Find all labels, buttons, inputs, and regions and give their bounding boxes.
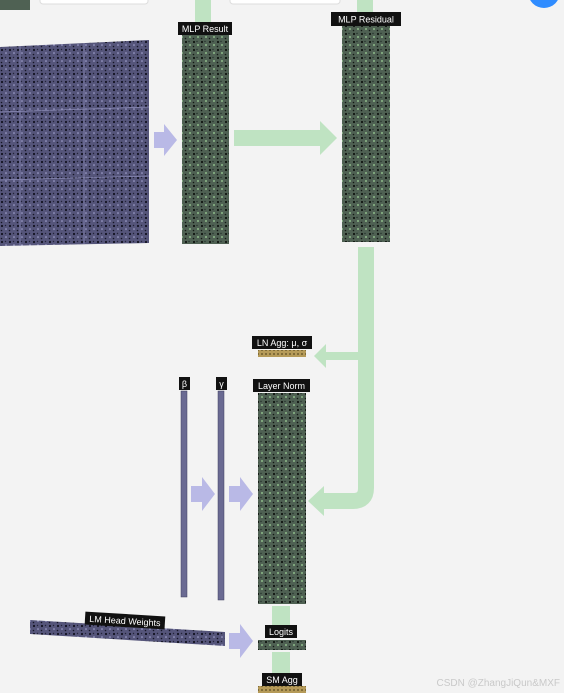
sm-agg-label: SM Agg <box>262 673 302 686</box>
flow-arrows-green <box>195 0 374 674</box>
beta-label: β <box>179 377 190 390</box>
weights-grid-line <box>0 106 150 113</box>
ln-agg-label-text: LN Agg: μ, σ <box>257 338 308 348</box>
sm-agg-vector <box>258 686 306 693</box>
mlp-result-to-residual-shaft <box>234 130 322 146</box>
top-mid-partial-card <box>39 0 149 5</box>
mlp-result-label-text: MLP Result <box>182 24 229 34</box>
residual-to-layernorm-path <box>322 247 374 509</box>
beta-vector <box>180 390 188 598</box>
toolbar-button-corner[interactable] <box>528 0 560 8</box>
mlp-residual-label-text: MLP Residual <box>338 15 394 25</box>
mlp-projection-weights <box>0 40 150 246</box>
logits-to-smagg-flow <box>272 652 290 674</box>
ln-agg-label: LN Agg: μ, σ <box>252 336 312 349</box>
gamma-arrow <box>229 477 253 511</box>
weights-to-mlp-result-arrow <box>154 124 177 156</box>
gamma-label: γ <box>216 377 227 390</box>
logits-label: Logits <box>265 625 297 638</box>
layer-norm-matrix <box>258 393 306 604</box>
weights-grid-line <box>0 175 150 181</box>
mlp-residual-matrix <box>342 26 390 242</box>
lm-head-arrow <box>229 624 253 658</box>
residual-to-ln-agg-branch <box>324 352 360 360</box>
gamma-vector <box>217 390 225 601</box>
ln-agg-arrowhead <box>314 344 326 368</box>
lm-head-weights-label: LM Head Weights <box>84 611 166 630</box>
layer-norm-label: Layer Norm <box>253 379 310 392</box>
gamma-label-text: γ <box>219 379 224 389</box>
watermark: CSDN @ZhangJiQun&MXF <box>436 678 560 689</box>
layernorm-to-logits-flow <box>272 606 290 626</box>
mlp-result-matrix <box>182 35 229 244</box>
mlp-result-label: MLP Result <box>178 22 232 35</box>
mlp-residual-label: MLP Residual <box>331 12 401 26</box>
ln-agg-vector <box>258 350 306 357</box>
top-right-partial-card <box>229 0 341 5</box>
lm-head-weights-matrix <box>30 620 225 646</box>
beta-arrow <box>191 477 215 511</box>
mlp-result-to-residual-arrowhead <box>320 121 337 155</box>
logits-vector <box>258 640 306 650</box>
logits-label-text: Logits <box>269 627 294 637</box>
residual-to-layernorm-arrowhead <box>308 486 324 516</box>
layer-norm-label-text: Layer Norm <box>258 381 305 391</box>
sm-agg-label-text: SM Agg <box>266 675 298 685</box>
beta-label-text: β <box>182 379 187 389</box>
mlp-projection-weights-matrix <box>0 40 149 246</box>
flow-arrows-purple <box>154 124 253 658</box>
lm-head-weights-label-text: LM Head Weights <box>89 614 161 628</box>
top-left-partial-card <box>0 0 30 10</box>
